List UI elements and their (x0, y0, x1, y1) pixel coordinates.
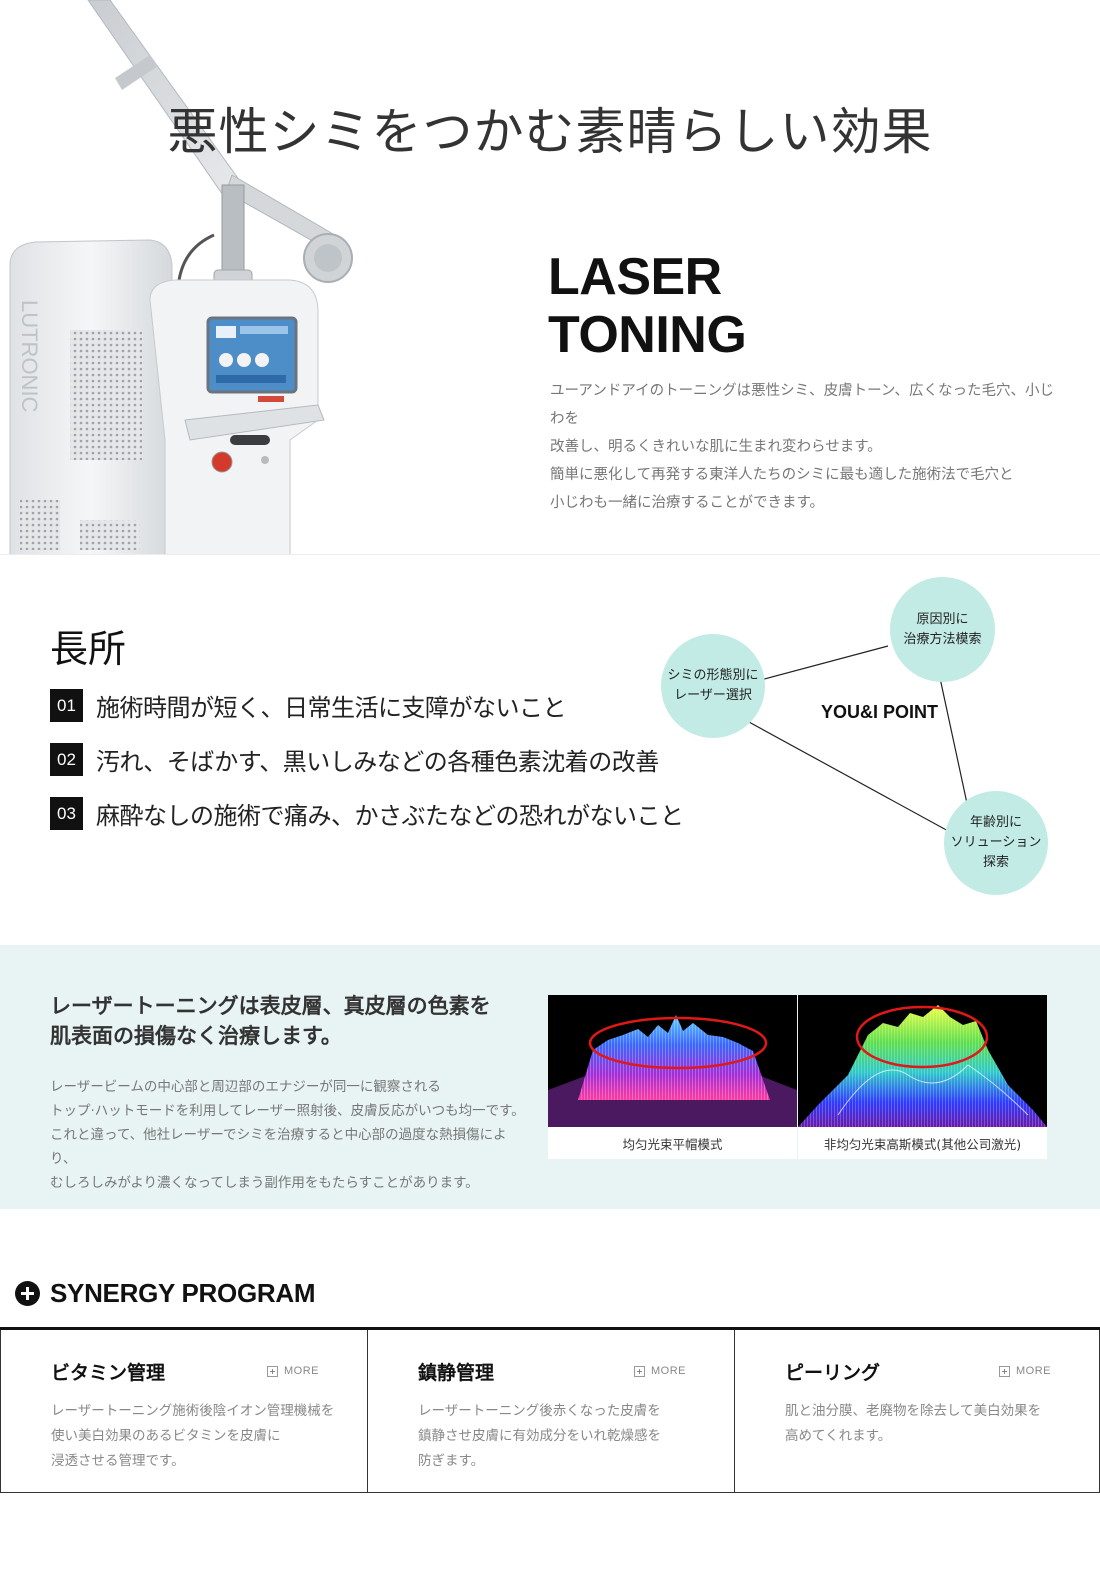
synergy-cards: ビタミン管理 MORE レーザートーニング施術後陰イオン管理機械を 使い美白効果… (0, 1327, 1100, 1493)
laser-desc-line: 改善し、明るくきれいな肌に生まれ変わらせます。 (550, 439, 882, 455)
beam-figure-flat-top: 均匀光束平帽模式 (548, 995, 797, 1159)
more-label: MORE (651, 1365, 686, 1377)
card-description: レーザートーニング後赤くなった皮膚を 鎮静させ皮膚に有効成分をいれ乾燥感を 防ぎ… (418, 1399, 718, 1474)
laser-toning-description: ユーアンドアイのトーニングは悪性シミ、皮膚トーン、広くなった毛穴、小じわを 改善… (550, 377, 1060, 517)
beam-desc-line: トップ·ハットモードを利用してレーザー照射後、皮膚反応がいつも均一です。 (50, 1103, 525, 1119)
hero-title: 悪性シミをつかむ素晴らしい効果 (167, 103, 933, 161)
card-description: 肌と油分膜、老廃物を除去して美白効果を 高めてくれます。 (785, 1399, 1085, 1449)
point-circle-cause: 原因別に 治療方法模索 (890, 577, 995, 682)
laser-desc-line: ユーアンドアイのトーニングは悪性シミ、皮膚トーン、広くなった毛穴、小じわを (550, 383, 1055, 427)
more-link[interactable]: MORE (999, 1365, 1051, 1377)
advantage-item: 02 汚れ、そばかす、黒いしみなどの各種色素沈着の改善 (50, 742, 659, 777)
gaussian-beam-image (798, 995, 1047, 1127)
card-desc-line: レーザートーニング後赤くなった皮膚を (418, 1403, 661, 1419)
more-link[interactable]: MORE (634, 1365, 686, 1377)
laser-title-line-1: LASER (548, 248, 722, 306)
point-circle-shape: シミの形態別に レーザー選択 (661, 634, 765, 738)
beam-desc-line: むしろしみがより濃くなってしまう副作用をもたらすことがあります。 (50, 1175, 479, 1191)
beam-comparison-section: レーザートーニングは表皮層、真皮層の色素を 肌表面の損傷なく治療します。 レーザ… (0, 945, 1100, 1209)
more-label: MORE (284, 1365, 319, 1377)
plus-box-icon (999, 1365, 1010, 1377)
advantages-section: 長所 01 施術時間が短く、日常生活に支障がないこと 02 汚れ、そばかす、黒い… (0, 556, 1100, 945)
beam-title-line: 肌表面の損傷なく治療します。 (50, 1024, 342, 1048)
card-desc-line: 浸透させる管理です。 (51, 1453, 185, 1469)
synergy-card-peeling[interactable]: ピーリング MORE 肌と油分膜、老廃物を除去して美白効果を 高めてくれます。 (734, 1330, 1100, 1493)
card-desc-line: 鎮静させ皮膚に有効成分をいれ乾燥感を (418, 1428, 661, 1444)
card-title: 鎮静管理 (418, 1362, 495, 1384)
hero-section: LUTRONIC 悪性シミをつかむ素晴らしい効果 LASER TONING ユー… (0, 0, 1100, 555)
card-desc-line: 高めてくれます。 (785, 1428, 892, 1444)
synergy-heading: SYNERGY PROGRAM (15, 1278, 315, 1309)
card-desc-line: 使い美白効果のあるビタミンを皮膚に (51, 1428, 281, 1444)
beam-desc-line: レーザービームの中心部と周辺部のエナジーが同一に観察される (50, 1079, 441, 1095)
card-desc-line: レーザートーニング施術後陰イオン管理機械を (51, 1403, 335, 1419)
plus-box-icon (634, 1365, 645, 1377)
beam-description: レーザービームの中心部と周辺部のエナジーが同一に観察される トップ·ハットモード… (50, 1075, 530, 1195)
advantage-number-badge: 02 (50, 743, 83, 776)
card-description: レーザートーニング施術後陰イオン管理機械を 使い美白効果のあるビタミンを皮膚に … (51, 1399, 351, 1474)
youi-point-diagram: 原因別に 治療方法模索 シミの形態別に レーザー選択 年齢別に ソリューション … (640, 566, 1100, 926)
flat-top-beam-image (548, 995, 797, 1127)
beam-desc-line: これと違って、他社レーザーでシミを治療すると中心部の過度な熱損傷により、 (50, 1127, 507, 1167)
more-link[interactable]: MORE (267, 1365, 319, 1377)
beam-title: レーザートーニングは表皮層、真皮層の色素を 肌表面の損傷なく治療します。 (50, 991, 491, 1051)
card-desc-line: 肌と油分膜、老廃物を除去して美白効果を (785, 1403, 1042, 1419)
card-desc-line: 防ぎます。 (418, 1453, 485, 1469)
advantage-text: 麻酔なしの施術で痛み、かさぶたなどの恐れがないこと (96, 802, 684, 830)
laser-desc-line: 簡単に悪化して再発する東洋人たちのシミに最も適した施術法で毛穴と (550, 467, 1014, 483)
point-circle-line: 探索 (982, 855, 1009, 870)
point-circle-line: 原因別に (916, 611, 969, 627)
plus-box-icon (267, 1365, 278, 1377)
advantage-text: 汚れ、そばかす、黒いしみなどの各種色素沈着の改善 (96, 748, 659, 776)
beam-caption-flat-top: 均匀光束平帽模式 (548, 1127, 797, 1159)
beam-figure-gaussian: 非均匀光束高斯模式(其他公司激光) (798, 995, 1047, 1159)
advantage-text: 施術時間が短く、日常生活に支障がないこと (96, 694, 567, 722)
plus-circle-icon (15, 1281, 40, 1306)
card-title: ビタミン管理 (51, 1362, 166, 1384)
advantages-heading: 長所 (50, 627, 127, 671)
youi-point-label: YOU&I POINT (821, 702, 939, 722)
point-circle-line: 治療方法模索 (903, 631, 982, 647)
point-circle-line: 年齢別に (969, 815, 1022, 830)
point-circle-age: 年齢別に ソリューション 探索 (944, 791, 1048, 895)
advantage-number-badge: 03 (50, 797, 83, 830)
laser-toning-title: LASER TONING (548, 248, 747, 364)
advantage-item: 03 麻酔なしの施術で痛み、かさぶたなどの恐れがないこと (50, 796, 684, 831)
advantage-number-badge: 01 (50, 689, 83, 722)
synergy-heading-text: SYNERGY PROGRAM (50, 1278, 316, 1308)
point-circle-line: ソリューション (950, 835, 1042, 850)
synergy-card-soothing[interactable]: 鎮静管理 MORE レーザートーニング後赤くなった皮膚を 鎮静させ皮膚に有効成分… (367, 1330, 734, 1493)
advantage-item: 01 施術時間が短く、日常生活に支障がないこと (50, 688, 567, 723)
laser-machine-illustration: LUTRONIC (9, 0, 353, 554)
laser-desc-line: 小じわも一緒に治療することができます。 (550, 495, 825, 511)
more-label: MORE (1016, 1365, 1051, 1377)
beam-title-line: レーザートーニングは表皮層、真皮層の色素を (50, 994, 491, 1018)
laser-title-line-2: TONING (548, 306, 747, 364)
card-title: ピーリング (785, 1362, 881, 1384)
machine-brand-text: LUTRONIC (17, 300, 42, 413)
beam-caption-gaussian: 非均匀光束高斯模式(其他公司激光) (798, 1127, 1047, 1159)
point-circle-line: シミの形態別に (667, 668, 759, 683)
synergy-card-vitamin[interactable]: ビタミン管理 MORE レーザートーニング施術後陰イオン管理機械を 使い美白効果… (0, 1330, 367, 1493)
point-circle-line: レーザー選択 (674, 688, 752, 703)
